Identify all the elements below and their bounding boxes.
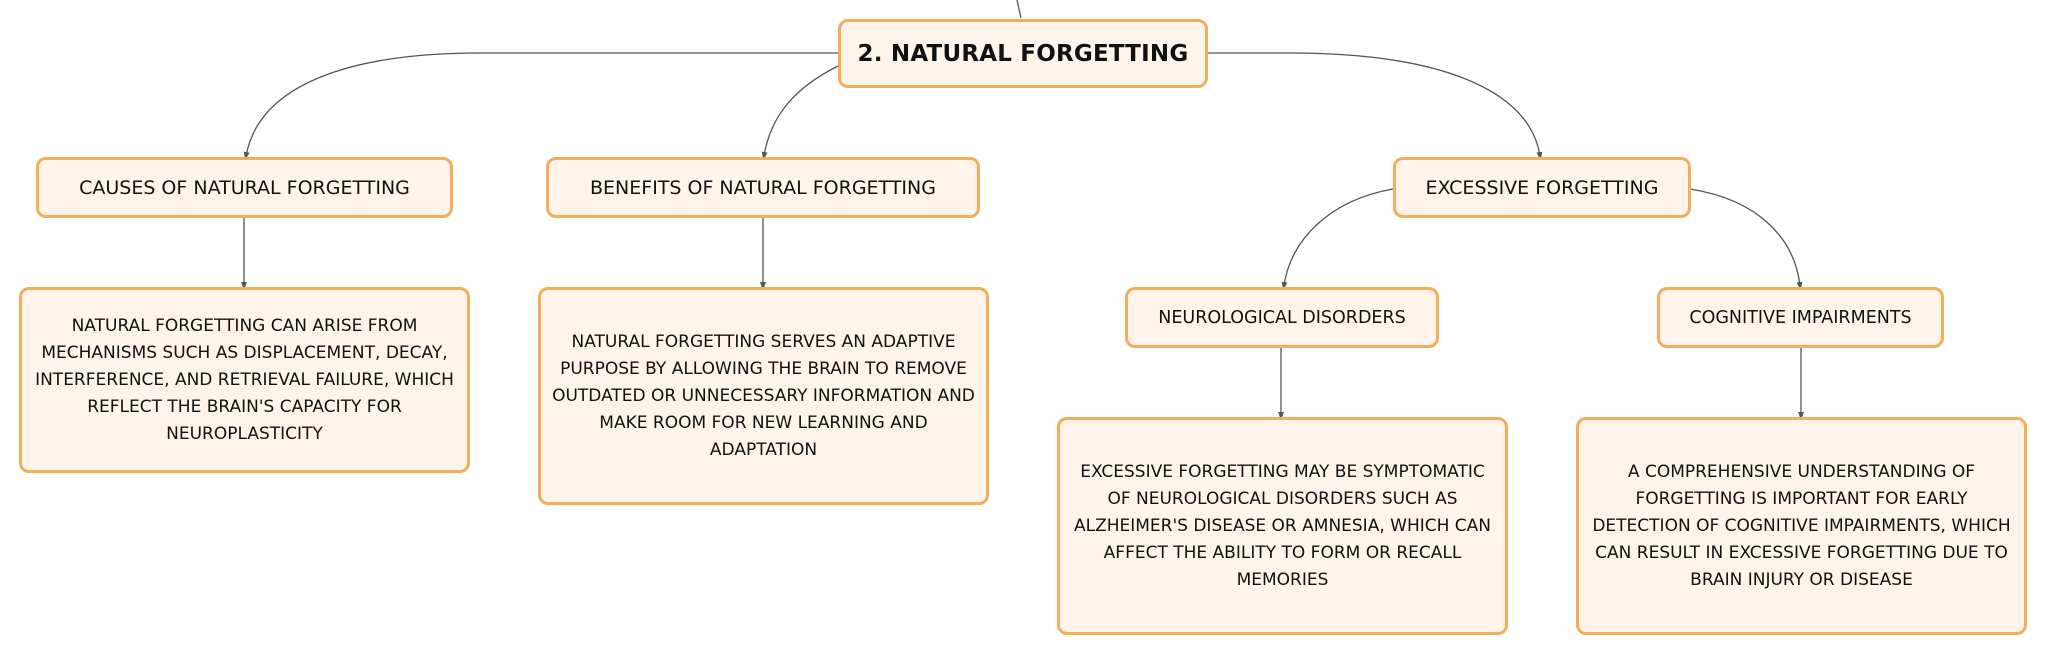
- causes-description-node[interactable]: NATURAL FORGETTING CAN ARISE FROM MECHAN…: [19, 287, 470, 473]
- connector-parent-to-root: [1016, 0, 1022, 19]
- excessive-label: EXCESSIVE FORGETTING: [1425, 176, 1659, 199]
- excessive-node[interactable]: EXCESSIVE FORGETTING: [1393, 157, 1691, 218]
- causes-description: NATURAL FORGETTING CAN ARISE FROM MECHAN…: [35, 315, 454, 444]
- neurological-node[interactable]: NEUROLOGICAL DISORDERS: [1125, 287, 1439, 348]
- neurological-label: NEUROLOGICAL DISORDERS: [1158, 307, 1406, 328]
- cognitive-node[interactable]: COGNITIVE IMPAIRMENTS: [1657, 287, 1944, 348]
- connector-root-to-excessive: [1206, 52, 1543, 160]
- connector-excessive-to-neurological: [1281, 188, 1394, 290]
- root-label: 2. NATURAL FORGETTING: [857, 40, 1189, 67]
- cognitive-description-node[interactable]: A COMPREHENSIVE UNDERSTANDING OF FORGETT…: [1576, 417, 2027, 635]
- connector-excessive-to-cognitive: [1689, 188, 1803, 290]
- cognitive-description: A COMPREHENSIVE UNDERSTANDING OF FORGETT…: [1592, 461, 2011, 590]
- connector-root-to-benefits: [761, 65, 839, 160]
- benefits-node[interactable]: BENEFITS OF NATURAL FORGETTING: [546, 157, 980, 218]
- cognitive-label: COGNITIVE IMPAIRMENTS: [1689, 307, 1912, 328]
- benefits-description-node[interactable]: NATURAL FORGETTING SERVES AN ADAPTIVE PU…: [538, 287, 989, 505]
- causes-label: CAUSES OF NATURAL FORGETTING: [79, 176, 410, 199]
- neurological-description-node[interactable]: EXCESSIVE FORGETTING MAY BE SYMPTOMATIC …: [1057, 417, 1508, 635]
- connector-root-to-causes: [243, 52, 838, 160]
- causes-node[interactable]: CAUSES OF NATURAL FORGETTING: [36, 157, 453, 218]
- benefits-description: NATURAL FORGETTING SERVES AN ADAPTIVE PU…: [552, 331, 975, 460]
- benefits-label: BENEFITS OF NATURAL FORGETTING: [590, 176, 936, 199]
- neurological-description: EXCESSIVE FORGETTING MAY BE SYMPTOMATIC …: [1073, 461, 1492, 590]
- root-node[interactable]: 2. NATURAL FORGETTING: [838, 19, 1208, 88]
